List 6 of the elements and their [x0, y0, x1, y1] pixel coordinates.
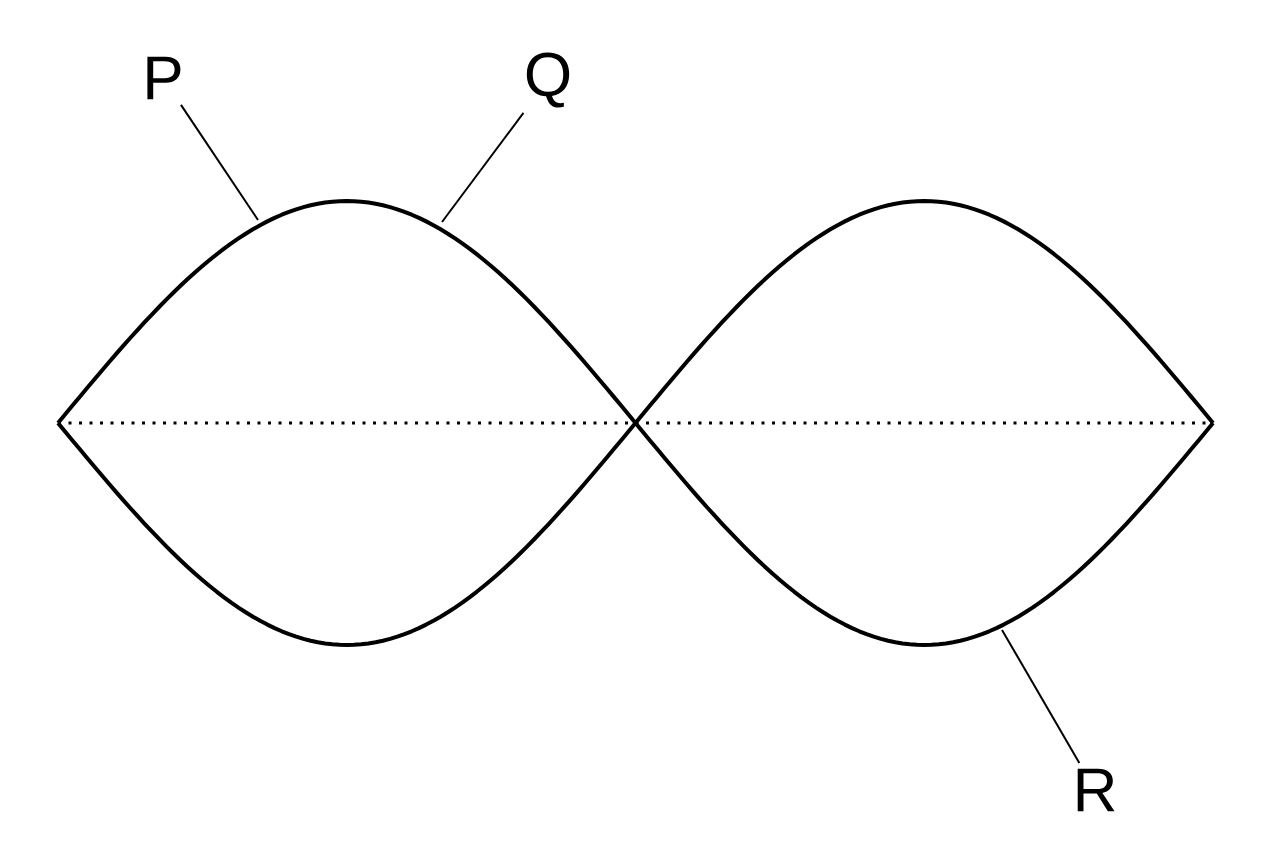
leader-line [179, 103, 259, 221]
leader-line [1001, 629, 1081, 764]
leader-line [441, 111, 525, 223]
point-label: R [1077, 768, 1115, 812]
point-label: P [147, 56, 181, 100]
point-label: Q [526, 52, 570, 108]
